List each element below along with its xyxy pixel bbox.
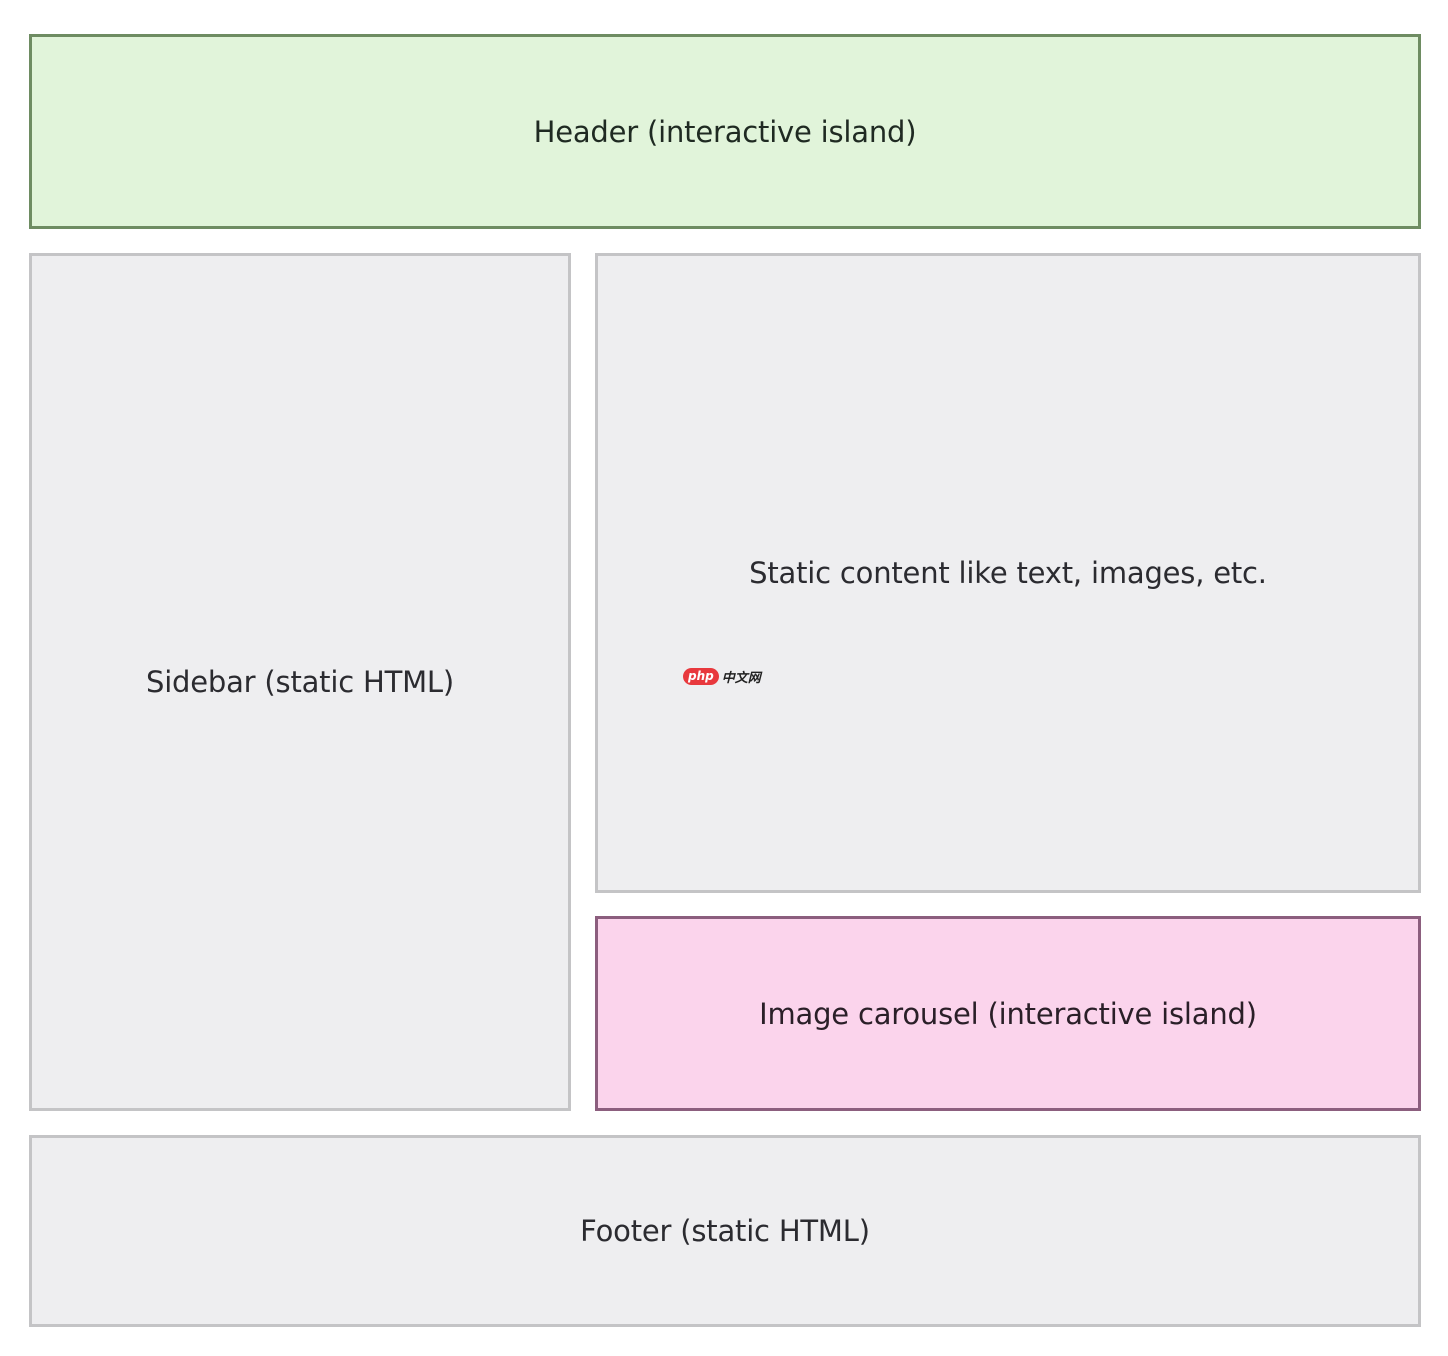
carousel-label: Image carousel (interactive island) (759, 996, 1257, 1031)
main-content-label: Static content like text, images, etc. (749, 556, 1267, 590)
header-island-box: Header (interactive island) (29, 34, 1421, 229)
php-logo-icon: php (683, 668, 719, 685)
watermark-text: 中文网 (721, 671, 761, 686)
footer-static-box: Footer (static HTML) (29, 1135, 1421, 1327)
main-static-content-box: Static content like text, images, etc. (595, 253, 1421, 893)
watermark-logo: php 中文网 (683, 667, 761, 686)
sidebar-label: Sidebar (static HTML) (145, 665, 454, 699)
image-carousel-island-box: Image carousel (interactive island) (595, 916, 1421, 1111)
footer-label: Footer (static HTML) (580, 1214, 870, 1248)
header-label: Header (interactive island) (533, 114, 917, 149)
sidebar-static-box: Sidebar (static HTML) (29, 253, 571, 1111)
